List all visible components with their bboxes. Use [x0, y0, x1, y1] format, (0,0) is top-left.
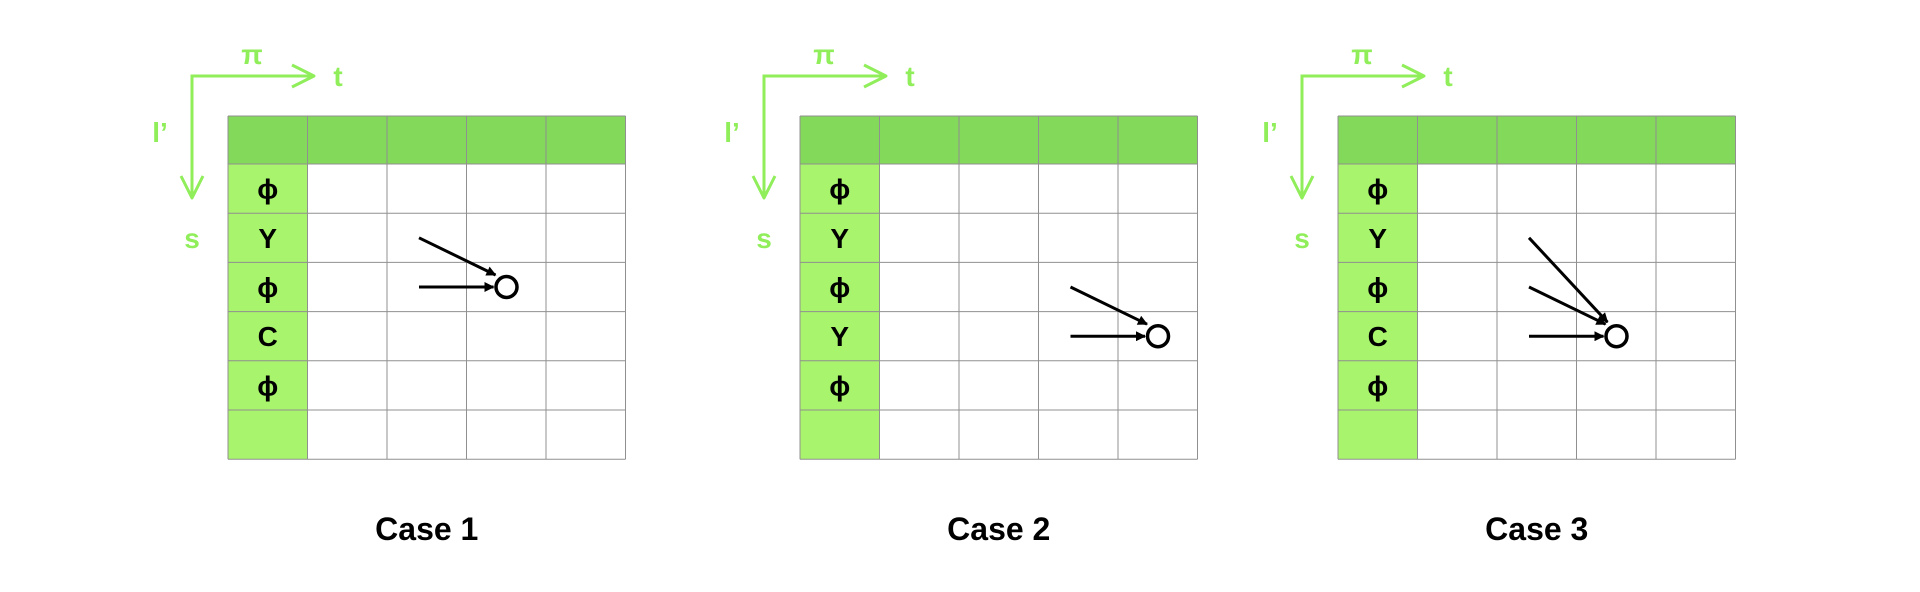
- axis-top-end: t: [905, 61, 914, 92]
- header-row: [228, 116, 626, 164]
- column-symbol: ϕ: [257, 370, 278, 401]
- column-symbol: C: [1368, 321, 1388, 352]
- arrow-right-icon: [863, 63, 888, 89]
- arrow-right-icon: [1401, 63, 1426, 89]
- axis-lines: [190, 74, 312, 116]
- axis-top-label: π: [1351, 39, 1372, 70]
- axis-left-label: l’: [152, 117, 168, 148]
- header-row: [800, 116, 1198, 164]
- column-symbol: ϕ: [829, 272, 850, 303]
- column-symbol: ϕ: [1367, 370, 1388, 401]
- column-symbol: ϕ: [1367, 174, 1388, 205]
- arrow-diagonal-skip: [1527, 236, 1609, 324]
- axis-top-end: t: [333, 61, 342, 92]
- axis-top-label: π: [241, 39, 262, 70]
- column-symbol: ϕ: [829, 174, 850, 205]
- circle-icon: [1145, 323, 1171, 349]
- arrow-diagonal: [418, 236, 497, 277]
- column-symbol: Y: [830, 223, 849, 254]
- arrow-down-icon: [1289, 175, 1315, 200]
- axis-lines: [762, 74, 884, 116]
- case-caption: Case 1: [375, 511, 478, 547]
- circle-icon: [494, 274, 519, 300]
- axis-left-end: s: [1294, 223, 1310, 254]
- column-symbol: ϕ: [257, 174, 278, 205]
- case-caption: Case 2: [947, 511, 1050, 547]
- column-symbol: ϕ: [829, 370, 850, 401]
- column-symbol: ϕ: [257, 272, 278, 303]
- case-caption: Case 3: [1485, 511, 1588, 547]
- column-symbol: Y: [830, 321, 849, 352]
- arrow-down-icon: [751, 175, 777, 200]
- header-row: [1338, 116, 1736, 164]
- column-symbol: ϕ: [1367, 272, 1388, 303]
- axis-top-label: π: [813, 39, 834, 70]
- arrow-diagonal: [1528, 285, 1607, 326]
- axis-left-label: l’: [724, 117, 740, 148]
- circle-icon: [1604, 323, 1629, 349]
- axis-left-label: l’: [1262, 117, 1278, 148]
- arrow-down-icon: [179, 175, 205, 200]
- axis-left-end: s: [184, 223, 200, 254]
- column-symbol: Y: [1368, 223, 1387, 254]
- axis-left-end: s: [756, 223, 772, 254]
- axis-lines: [1300, 74, 1422, 116]
- axis-top-end: t: [1443, 61, 1452, 92]
- column-symbol: Y: [258, 223, 277, 254]
- column-symbol: C: [258, 321, 278, 352]
- arrow-right-icon: [291, 63, 316, 89]
- arrow-diagonal: [1069, 285, 1148, 326]
